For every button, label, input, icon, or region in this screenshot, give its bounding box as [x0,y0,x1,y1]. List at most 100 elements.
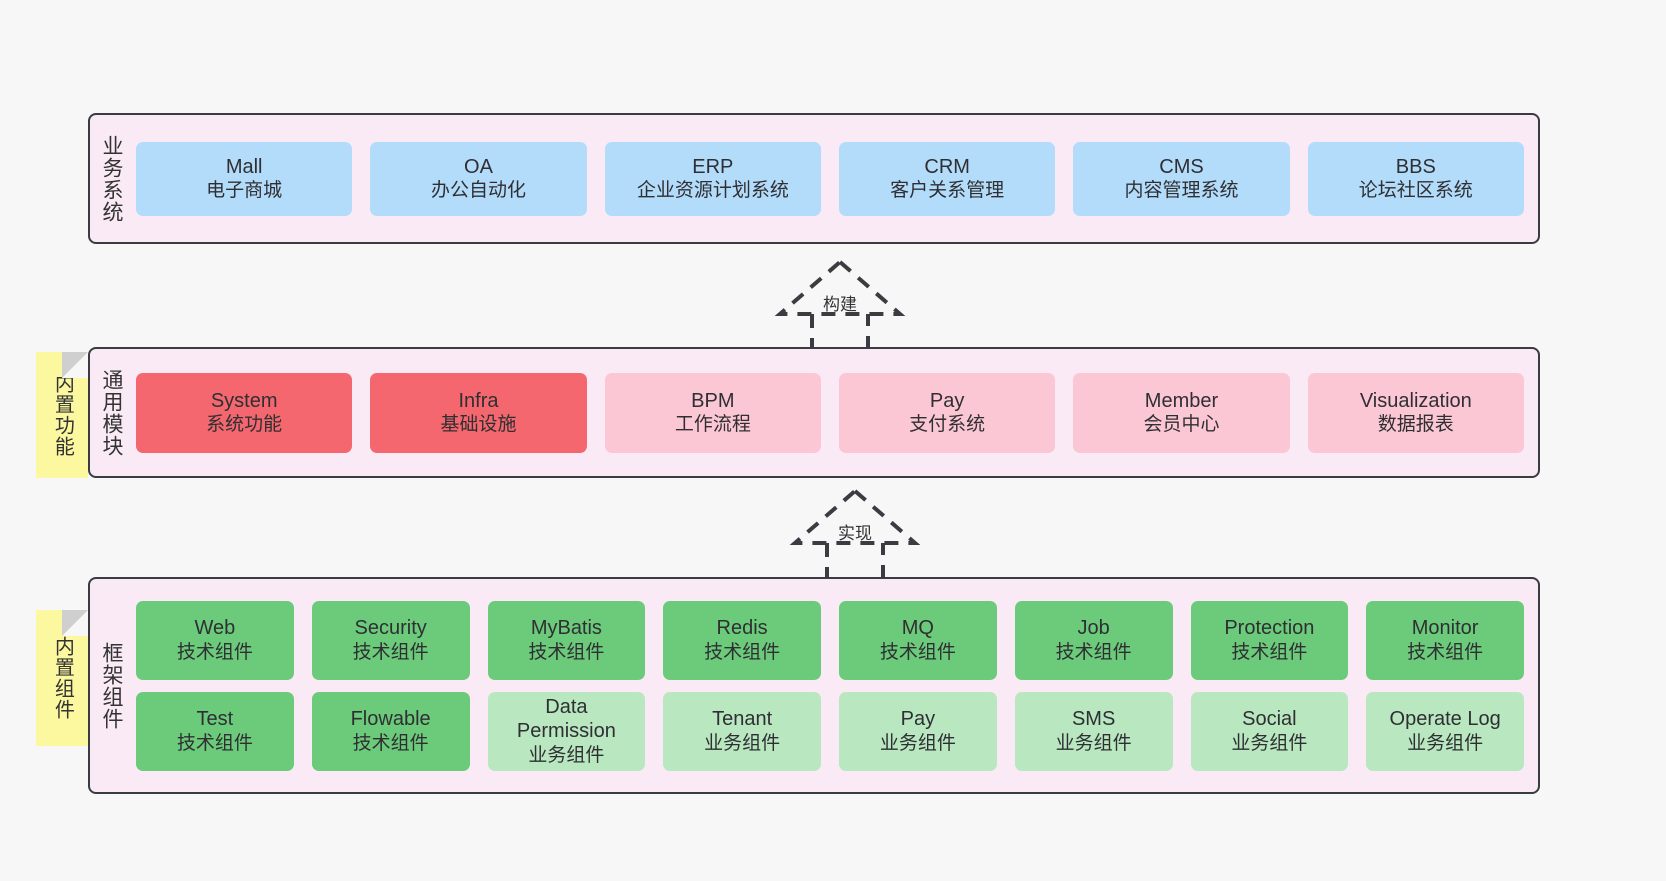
connector-label: 构建 [823,295,857,314]
card-title: Monitor [1411,617,1479,640]
card-subtitle: 技术组件 [879,641,956,663]
card-monitor[interactable]: Monitor 技术组件 [1366,600,1524,680]
card-title: CMS [1159,155,1204,178]
card-subtitle: 技术组件 [176,732,253,754]
layer-business-systems: 业务系统 Mall 电子商城 OA 办公自动化 ERP 企业资源计划系统 CRM… [88,113,1540,244]
card-redis[interactable]: Redis 技术组件 [663,600,821,680]
sticky-note-label: 内置组件 [51,636,74,720]
card-subtitle: 数据报表 [1377,414,1454,436]
card-title: Redis [716,617,768,640]
card-title: Flowable [350,708,431,731]
card-flowable[interactable]: Flowable 技术组件 [311,691,470,771]
card-title: Social [1242,708,1297,731]
card-job[interactable]: Job 技术组件 [1014,600,1173,680]
card-sms[interactable]: SMS 业务组件 [1014,691,1173,771]
card-subtitle: 业务组件 [1055,732,1132,754]
card-mq[interactable]: MQ 技术组件 [839,600,997,680]
card-title: BBS [1395,155,1436,178]
card-title: Security [354,617,427,640]
card-title: Visualization [1359,389,1472,412]
card-visualization[interactable]: Visualization 数据报表 [1307,372,1524,453]
card-data-permission[interactable]: Data Permission 业务组件 [487,691,646,771]
card-subtitle: 论坛社区系统 [1358,180,1473,202]
card-title: Job [1077,617,1110,640]
layer-body-business-systems: Mall 电子商城 OA 办公自动化 ERP 企业资源计划系统 CRM 客户关系… [132,115,1538,242]
card-subtitle: 办公自动化 [430,180,526,202]
card-subtitle: 业务组件 [704,732,781,754]
layer-framework-components: 框架组件 Web 技术组件 Security 技术组件 MyBatis 技术组件… [88,577,1540,794]
card-mybatis[interactable]: MyBatis 技术组件 [487,600,646,680]
connector-realize: 实现 [755,481,955,586]
card-title: ERP [692,155,734,178]
layer-label-common-modules: 通用模块 [99,368,123,457]
card-subtitle: 会员中心 [1143,414,1220,436]
card-bbs[interactable]: BBS 论坛社区系统 [1307,141,1524,216]
card-subtitle: 技术组件 [704,641,781,663]
card-bpm[interactable]: BPM 工作流程 [604,372,821,453]
sticky-note-label: 内置功能 [51,373,74,457]
layer-common-modules: 通用模块 System 系统功能 Infra 基础设施 BPM 工作流程 Pay… [88,347,1540,478]
card-row: Mall 电子商城 OA 办公自动化 ERP 企业资源计划系统 CRM 客户关系… [136,141,1524,216]
card-title: Data Permission [516,696,616,743]
card-title: Pay [900,708,936,731]
card-row: Web 技术组件 Security 技术组件 MyBatis 技术组件 Redi… [136,600,1524,680]
card-social[interactable]: Social 业务组件 [1190,691,1349,771]
card-pay-business[interactable]: Pay 业务组件 [839,691,997,771]
card-title: MQ [901,617,934,640]
card-row: System 系统功能 Infra 基础设施 BPM 工作流程 Pay 支付系统… [136,372,1524,453]
card-tenant[interactable]: Tenant 业务组件 [663,691,821,771]
card-title: BPM [691,389,735,412]
card-member[interactable]: Member 会员中心 [1073,372,1290,453]
card-cms[interactable]: CMS 内容管理系统 [1073,141,1290,216]
card-title: MyBatis [530,617,602,640]
card-infra[interactable]: Infra 基础设施 [370,372,587,453]
card-title: CRM [924,155,970,178]
card-subtitle: 工作流程 [674,414,751,436]
card-title: Infra [458,389,499,412]
card-subtitle: 技术组件 [352,641,429,663]
card-title: Test [196,708,234,731]
connector-label: 实现 [838,524,872,543]
card-title: OA [464,155,493,178]
layer-body-framework-components: Web 技术组件 Security 技术组件 MyBatis 技术组件 Redi… [132,579,1538,792]
card-subtitle: 技术组件 [176,641,253,663]
card-security[interactable]: Security 技术组件 [311,600,470,680]
card-subtitle: 技术组件 [1407,641,1484,663]
card-subtitle: 支付系统 [909,414,986,436]
card-pay[interactable]: Pay 支付系统 [838,372,1056,453]
card-test[interactable]: Test 技术组件 [136,691,294,771]
card-subtitle: 技术组件 [352,732,429,754]
card-subtitle: 内容管理系统 [1124,180,1239,202]
card-operate-log[interactable]: Operate Log 业务组件 [1366,691,1524,771]
card-subtitle: 系统功能 [206,414,283,436]
card-subtitle: 客户关系管理 [890,180,1005,202]
card-protection[interactable]: Protection 技术组件 [1190,600,1349,680]
card-erp[interactable]: ERP 企业资源计划系统 [604,141,821,216]
card-title: Mall [225,155,263,178]
layer-label-framework-components: 框架组件 [99,641,123,730]
card-system[interactable]: System 系统功能 [136,372,353,453]
card-subtitle: 技术组件 [1231,641,1308,663]
card-mall[interactable]: Mall 电子商城 [136,141,353,216]
card-web[interactable]: Web 技术组件 [136,600,294,680]
sticky-note-builtin-components: 内置组件 [36,610,88,746]
card-subtitle: 业务组件 [879,732,956,754]
card-subtitle: 业务组件 [1407,732,1484,754]
card-title: Protection [1224,617,1315,640]
card-subtitle: 业务组件 [528,744,605,766]
card-subtitle: 技术组件 [528,641,605,663]
sticky-note-builtin-features: 内置功能 [36,352,88,478]
card-title: Tenant [712,708,773,731]
card-title: Operate Log [1389,708,1501,731]
card-subtitle: 技术组件 [1055,641,1132,663]
layer-label-business-systems: 业务系统 [99,134,123,223]
card-row: Test 技术组件 Flowable 技术组件 Data Permission … [136,691,1524,771]
layer-body-common-modules: System 系统功能 Infra 基础设施 BPM 工作流程 Pay 支付系统… [132,349,1538,476]
card-crm[interactable]: CRM 客户关系管理 [838,141,1056,216]
card-title: Member [1144,389,1219,412]
card-subtitle: 企业资源计划系统 [636,180,789,202]
card-oa[interactable]: OA 办公自动化 [370,141,587,216]
card-subtitle: 基础设施 [440,414,517,436]
card-title: Web [194,617,236,640]
